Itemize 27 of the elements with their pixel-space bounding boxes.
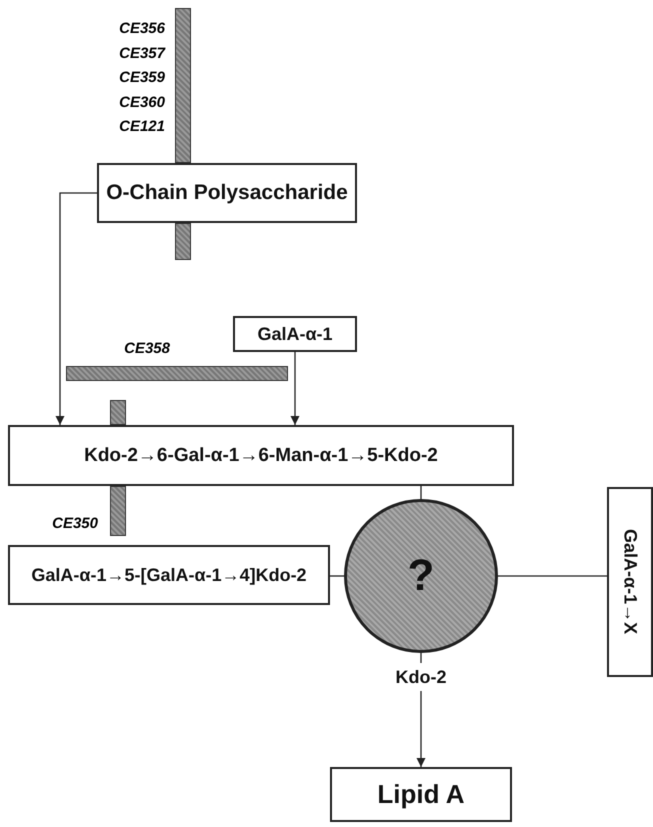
strain-label: CE360: [118, 94, 165, 110]
structure-box: [330, 767, 512, 822]
structure-text: GalA-α-1: [257, 324, 333, 344]
structure-box: [8, 545, 330, 605]
question-mark: ?: [408, 551, 434, 601]
structure-text: O-Chain Polysaccharide: [106, 181, 348, 205]
structure-text: Kdo-2→6-Gal-α-1→6-Man-α-1→5-Kdo-2: [84, 444, 438, 466]
structure-box: [233, 316, 357, 352]
strain-label: CE121: [118, 118, 165, 135]
strain-label: CE359: [118, 69, 165, 86]
strain-label: CE357: [118, 44, 165, 62]
structure-box: [607, 487, 653, 677]
arrow: [416, 691, 426, 767]
structure-text: Lipid A: [377, 779, 465, 810]
arrow: [290, 352, 300, 425]
strain-label: CE356: [118, 20, 165, 37]
connector-line: [420, 653, 422, 663]
connector-line: [330, 575, 344, 577]
structure-box: [8, 425, 514, 486]
arrow: [55, 192, 97, 425]
structure-text: GalA-α-1→X: [620, 529, 640, 635]
strain-label: CE350: [51, 515, 98, 532]
connector-line: [420, 486, 422, 499]
structure-box: [97, 163, 357, 223]
strain-label: CE358: [123, 340, 170, 357]
connector-line: [498, 575, 607, 577]
structure-text: GalA-α-1→5-[GalA-α-1→4]Kdo-2: [31, 564, 307, 586]
